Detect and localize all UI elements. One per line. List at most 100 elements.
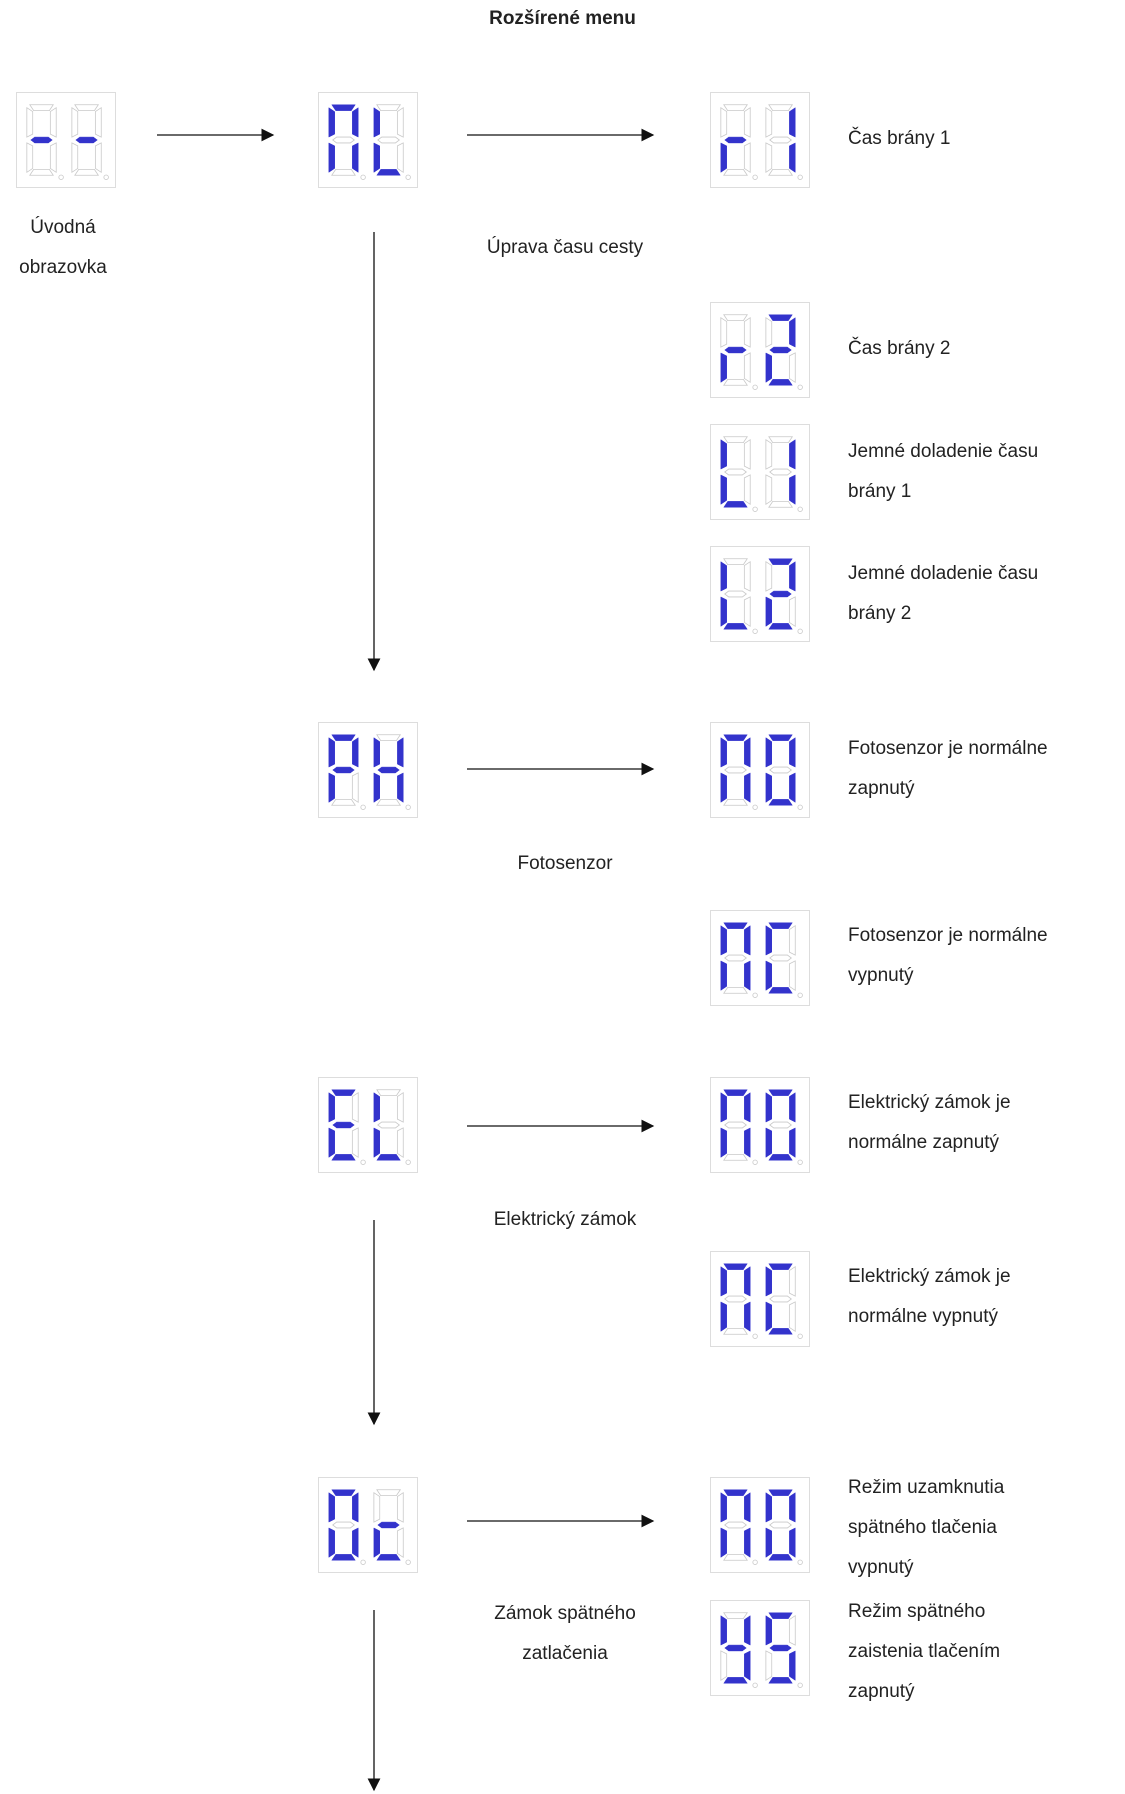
segment-f	[328, 1492, 335, 1523]
segment-a	[376, 104, 402, 112]
decimal-point	[752, 1333, 758, 1339]
segment-b	[744, 925, 751, 956]
segment-e	[720, 474, 727, 505]
segment-e	[720, 960, 727, 991]
decimal-point	[360, 804, 366, 810]
label-gate1-time: Čas brány 1	[848, 128, 951, 149]
segment-f	[720, 1492, 727, 1523]
segment-a	[29, 104, 55, 112]
segment-a	[723, 734, 748, 741]
segment-e	[26, 142, 34, 174]
segment-g	[769, 1121, 792, 1129]
segment-a	[376, 1489, 402, 1497]
segment-b	[396, 106, 404, 138]
segment-b	[396, 1091, 404, 1123]
segment-b	[743, 106, 751, 138]
segment-d	[768, 500, 794, 508]
segment-b	[397, 737, 404, 768]
segment-f	[720, 1615, 727, 1646]
segment-d	[768, 379, 793, 386]
segment-g	[30, 136, 53, 144]
segment-c	[396, 1127, 404, 1159]
segment-d	[768, 799, 793, 806]
segment-c	[396, 142, 404, 174]
display-el-no	[710, 1077, 810, 1173]
segment-f	[765, 1615, 772, 1646]
segment-d	[331, 798, 357, 806]
decimal-point	[360, 1559, 366, 1565]
segment-e	[373, 1527, 380, 1558]
segment-g	[769, 136, 792, 144]
segment-f	[720, 106, 728, 138]
segment-c	[352, 1527, 359, 1558]
segment-e	[720, 1301, 727, 1332]
segment-g	[332, 1521, 355, 1529]
segment-a	[768, 436, 794, 444]
label-photo-no-1: Fotosenzor je normálne	[848, 738, 1048, 759]
segment-g	[769, 766, 792, 774]
segment-f	[720, 1266, 727, 1297]
label-start-1: Úvodná	[30, 217, 96, 238]
decimal-point	[752, 992, 758, 998]
segment-d	[376, 798, 402, 806]
decimal-point	[797, 1333, 803, 1339]
segment-a	[376, 734, 402, 742]
segment-d	[723, 1327, 749, 1335]
segment-b	[743, 316, 751, 348]
segment-b	[352, 737, 359, 768]
label-push-off-3: vypnutý	[848, 1557, 914, 1578]
segment-b	[351, 1091, 359, 1123]
decimal-point	[797, 628, 803, 634]
segment-d	[768, 1677, 793, 1684]
decimal-point	[752, 1159, 758, 1165]
segment-a	[723, 314, 749, 322]
segment-d	[768, 623, 793, 630]
segment-c	[744, 1301, 751, 1332]
segment-e	[720, 142, 727, 173]
display-el-nc	[710, 1251, 810, 1347]
segment-b	[789, 561, 796, 592]
segment-b	[352, 107, 359, 138]
segment-b	[788, 1265, 796, 1297]
segment-f	[328, 107, 335, 138]
segment-f	[765, 560, 773, 592]
segment-a	[331, 734, 356, 741]
segment-c	[49, 142, 57, 174]
seven-segment-svg	[720, 922, 803, 998]
segment-f	[720, 316, 728, 348]
segment-e	[720, 1127, 727, 1158]
segment-g	[724, 1521, 747, 1529]
label-lock-no-2: normálne zapnutý	[848, 1132, 1000, 1153]
segment-c	[744, 772, 751, 803]
segment-d	[723, 1677, 748, 1684]
segment-g	[332, 766, 355, 774]
segment-d	[376, 1154, 401, 1161]
segment-g	[769, 1644, 792, 1652]
segment-g	[724, 954, 747, 962]
segment-d	[768, 168, 794, 176]
decimal-point	[797, 804, 803, 810]
label-fine2-1: Jemné doladenie času	[848, 563, 1039, 584]
display-r2	[710, 302, 810, 398]
decimal-point	[360, 174, 366, 180]
seven-segment-svg	[328, 734, 411, 810]
segment-a	[723, 922, 748, 929]
seven-segment-svg	[328, 1489, 411, 1565]
segment-f	[328, 737, 335, 768]
decimal-point	[58, 174, 64, 180]
segment-a	[768, 1089, 793, 1096]
segment-f	[720, 1092, 727, 1123]
segment-b	[49, 106, 57, 138]
segment-f	[765, 316, 773, 348]
segment-c	[789, 474, 796, 505]
seven-segment-svg	[26, 104, 109, 180]
segment-a	[723, 104, 749, 112]
segment-g	[724, 346, 747, 354]
segment-g	[377, 136, 400, 144]
decimal-point	[797, 992, 803, 998]
segment-b	[789, 737, 796, 768]
label-push-2: zatlačenia	[522, 1643, 608, 1664]
segment-b	[744, 1092, 751, 1123]
segment-a	[768, 558, 793, 565]
segment-d	[723, 1553, 749, 1561]
